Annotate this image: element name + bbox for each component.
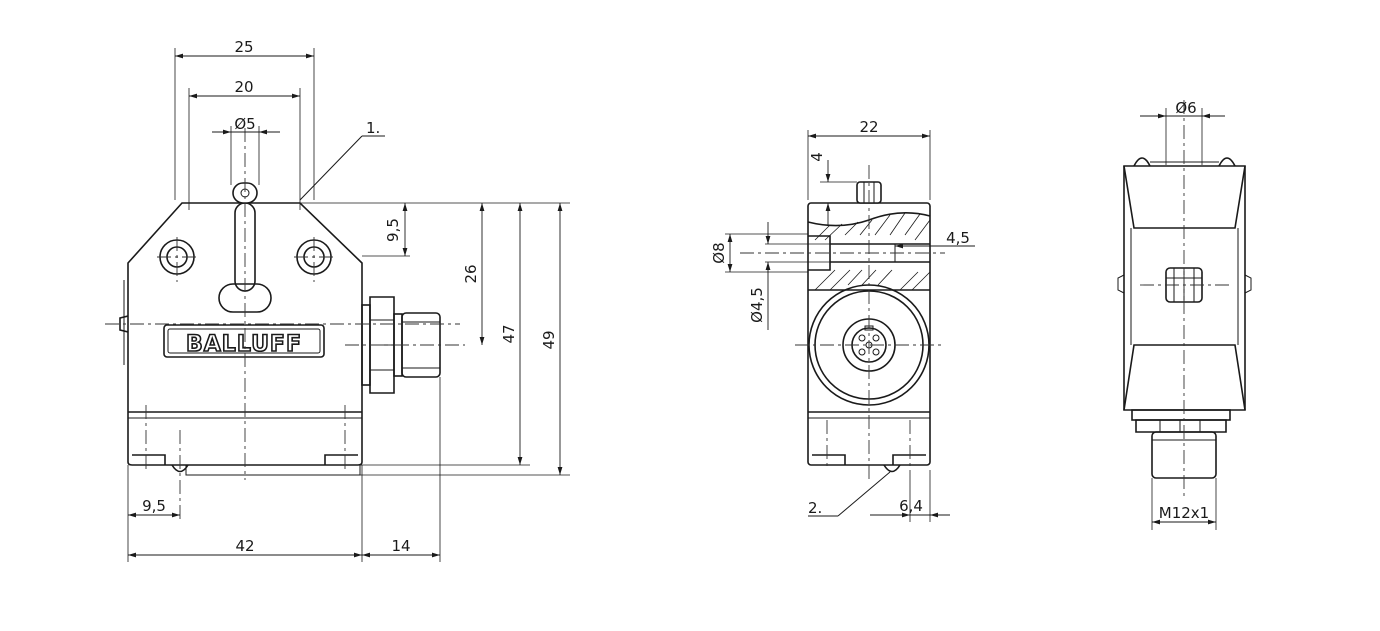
callout-2: 2. — [808, 499, 822, 517]
dim-width-42: 42 — [235, 537, 254, 555]
callout-1: 1. — [366, 119, 380, 137]
side-view: 22 4 Ø8 Ø4,5 4,5 2. 6,4 — [710, 118, 975, 522]
front-body-outline — [127, 202, 363, 466]
section-hatch — [814, 212, 931, 291]
end-nut — [1135, 419, 1227, 433]
dim-width-25: 25 — [234, 38, 253, 56]
front-view: BALLUFF — [105, 38, 570, 562]
dim-top-4: 4 — [808, 152, 826, 162]
dim-plunger-h-9-5: 9,5 — [384, 218, 402, 242]
logo-plate — [163, 324, 325, 358]
dim-hole-dia-4-5: Ø4,5 — [748, 287, 766, 323]
dim-thread-m12: M12x1 — [1159, 504, 1209, 522]
dim-height-47: 47 — [500, 324, 518, 343]
dim-side-width-22: 22 — [859, 118, 878, 136]
dim-height-49: 49 — [540, 330, 558, 349]
dim-hole-dia-8: Ø8 — [710, 242, 728, 263]
dim-offset-9-5: 9,5 — [142, 497, 166, 515]
dim-hole-depth-4-5: 4,5 — [946, 229, 970, 247]
connector-nut — [369, 296, 395, 394]
dim-width-20: 20 — [234, 78, 253, 96]
brand-logo: BALLUFF — [186, 332, 302, 357]
dim-end-dia-6: Ø6 — [1175, 99, 1196, 117]
dim-offset-6-4: 6,4 — [899, 497, 923, 515]
end-view: Ø6 M12x1 — [1117, 99, 1252, 530]
dim-height-26: 26 — [462, 264, 480, 283]
dim-plunger-dia-5: Ø5 — [234, 115, 255, 133]
dim-connector-14: 14 — [391, 537, 410, 555]
